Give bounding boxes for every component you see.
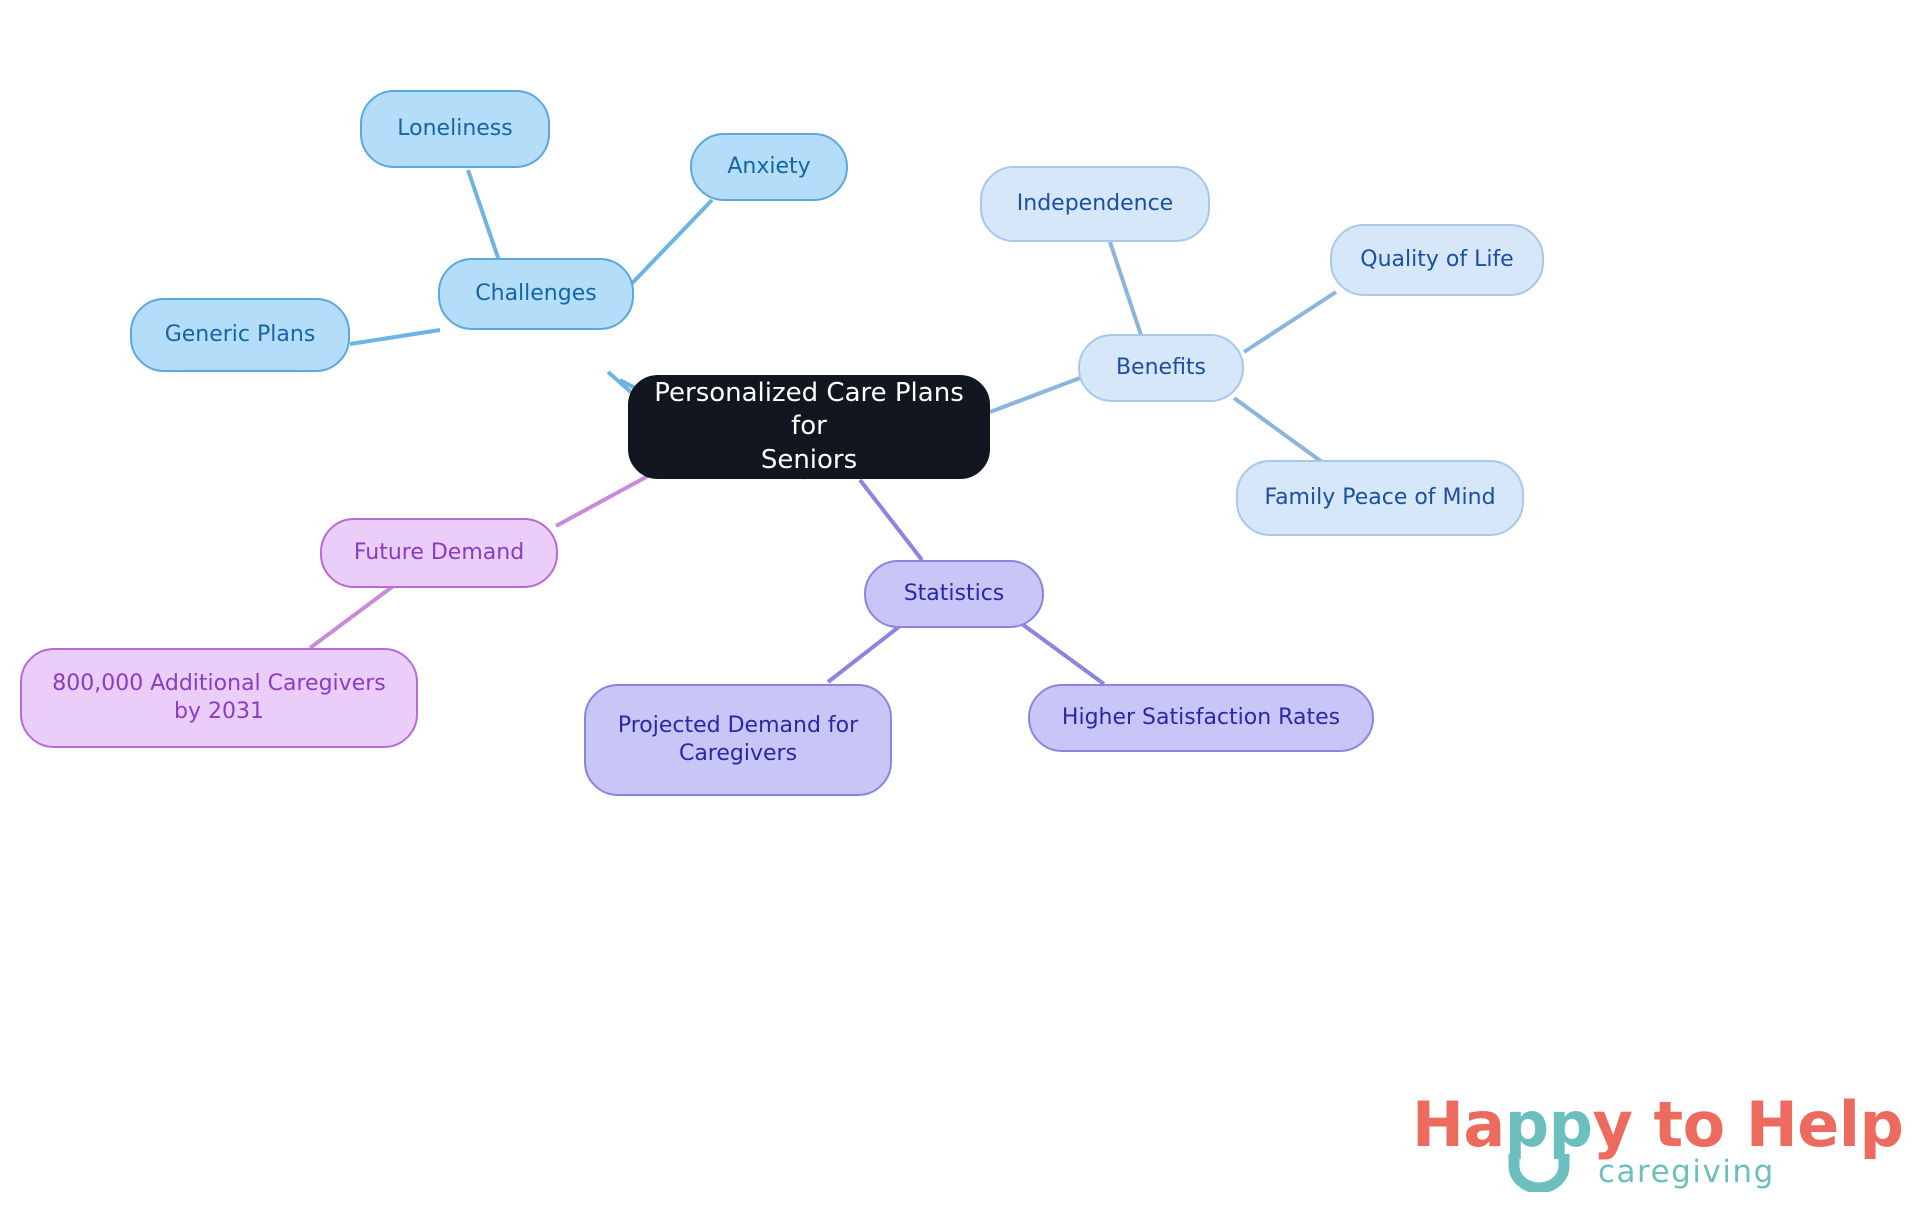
logo-word-part-2: pp (1504, 1088, 1593, 1161)
mindmap-node-quality-of-life[interactable]: Quality of Life (1330, 224, 1544, 296)
mindmap-node-higher-satisfaction[interactable]: Higher Satisfaction Rates (1028, 684, 1374, 752)
edge-root-future-demand (555, 474, 649, 528)
mindmap-node-benefits-label: Benefits (1115, 354, 1207, 380)
mindmap-node-statistics[interactable]: Statistics (864, 560, 1044, 628)
edge-benefits-independence (1108, 241, 1144, 339)
mindmap-root-node[interactable]: Personalized Care Plans for Seniors (628, 375, 990, 479)
mindmap-node-generic-plans[interactable]: Generic Plans (130, 298, 350, 372)
mindmap-node-caregivers-2031[interactable]: 800,000 Additional Caregivers by 2031 (20, 648, 418, 748)
mindmap-node-family-peace-of-mind[interactable]: Family Peace of Mind (1236, 460, 1524, 536)
brand-logo: Happy to Help caregiving (1412, 1088, 1904, 1206)
edge-future-demand-caregivers (308, 582, 398, 650)
mindmap-node-caregivers-2031-label: 800,000 Additional Caregivers by 2031 (52, 670, 386, 724)
mindmap-node-loneliness[interactable]: Loneliness (360, 90, 550, 168)
mindmap-node-projected-demand-label: Projected Demand for Caregivers (617, 712, 859, 766)
mindmap-node-family-peace-of-mind-label: Family Peace of Mind (1264, 484, 1496, 510)
logo-word-part-1: Ha (1412, 1088, 1505, 1161)
mindmap-node-independence[interactable]: Independence (980, 166, 1210, 242)
mindmap-node-challenges[interactable]: Challenges (438, 258, 634, 330)
smile-arc-icon (1508, 1154, 1570, 1192)
edge-root-statistics (858, 478, 924, 562)
edge-statistics-projected-demand (826, 624, 902, 684)
mindmap-node-generic-plans-label: Generic Plans (164, 321, 316, 347)
logo-word-part-3: y to Help (1592, 1088, 1904, 1161)
logo-tagline: caregiving (1598, 1154, 1775, 1190)
mindmap-node-anxiety[interactable]: Anxiety (690, 133, 848, 201)
mindmap-node-benefits[interactable]: Benefits (1078, 334, 1244, 402)
mindmap-node-projected-demand[interactable]: Projected Demand for Caregivers (584, 684, 892, 796)
edge-benefits-family-peace (1232, 396, 1324, 464)
mindmap-node-challenges-label: Challenges (475, 280, 597, 306)
edge-root-benefits (989, 376, 1081, 414)
mindmap-node-statistics-label: Statistics (903, 580, 1005, 606)
logo-wordmark: Happy to Help (1412, 1088, 1904, 1161)
edge-statistics-higher-satisfaction (1020, 622, 1106, 686)
mindmap-root-label: Personalized Care Plans for Seniors (654, 378, 964, 475)
edge-benefits-quality-of-life (1242, 290, 1338, 354)
mindmap-node-quality-of-life-label: Quality of Life (1360, 246, 1514, 272)
edge-challenges-generic-plans (349, 328, 441, 346)
mindmap-node-higher-satisfaction-label: Higher Satisfaction Rates (1061, 704, 1341, 730)
mindmap-node-future-demand[interactable]: Future Demand (320, 518, 558, 588)
mindmap-node-anxiety-label: Anxiety (727, 153, 811, 179)
mindmap-node-loneliness-label: Loneliness (397, 115, 513, 141)
mindmap-node-independence-label: Independence (1016, 190, 1174, 216)
mindmap-node-future-demand-label: Future Demand (353, 539, 525, 565)
